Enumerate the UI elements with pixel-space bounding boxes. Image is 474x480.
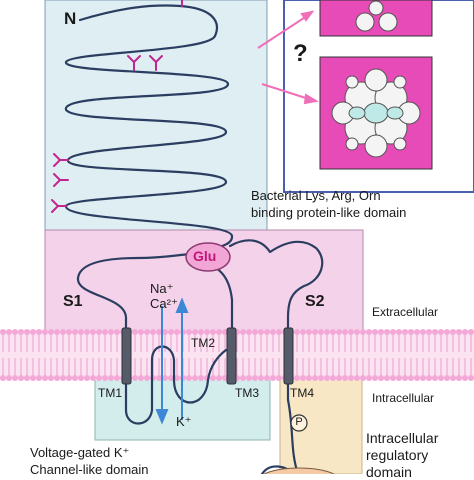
question-mark-label: ? <box>293 40 308 67</box>
tm1-label: TM1 <box>98 386 122 400</box>
k-label: K⁺ <box>176 414 192 429</box>
regulatory-domain-title-2: regulatory <box>366 447 429 463</box>
channel-domain-title-2: Channel-like domain <box>30 462 149 477</box>
subunit-assembly-inset <box>257 0 474 193</box>
regulatory-domain-title-3: domain <box>366 464 412 480</box>
glu-site <box>185 242 231 272</box>
s2-label: S2 <box>305 293 325 310</box>
glu-label: Glu <box>193 248 217 264</box>
binding-domain-title-2: binding protein-like domain <box>251 205 407 220</box>
regulatory-domain-shape <box>263 467 335 474</box>
tm3-label: TM3 <box>235 386 259 400</box>
tm3-segment <box>226 327 237 385</box>
intracellular-label: Intracellular <box>372 391 435 405</box>
binding-domain-title-1: Bacterial Lys, Arg, Orn <box>251 188 381 203</box>
extracellular-label: Extracellular <box>372 305 439 319</box>
glycosylation-sites <box>51 0 183 213</box>
ca-label: Ca²⁺ <box>150 296 178 311</box>
tm4-segment <box>283 327 294 385</box>
tm2-label: TM2 <box>191 336 215 350</box>
channel-domain-title-1: Voltage-gated K⁺ <box>30 445 130 460</box>
cell-membrane <box>0 329 474 381</box>
phosphorylation-site <box>290 414 308 432</box>
regulatory-domain-title-1: Intracellular <box>366 430 439 446</box>
tm1-segment <box>121 327 132 385</box>
s1-label: S1 <box>63 293 83 310</box>
n-terminus-label: N <box>64 9 77 28</box>
tm4-label: TM4 <box>290 386 314 400</box>
phosphate-label: P <box>295 416 303 428</box>
transmembrane-segments <box>121 327 294 385</box>
na-label: Na⁺ <box>150 281 174 296</box>
ion-flux-arrows <box>155 297 189 425</box>
